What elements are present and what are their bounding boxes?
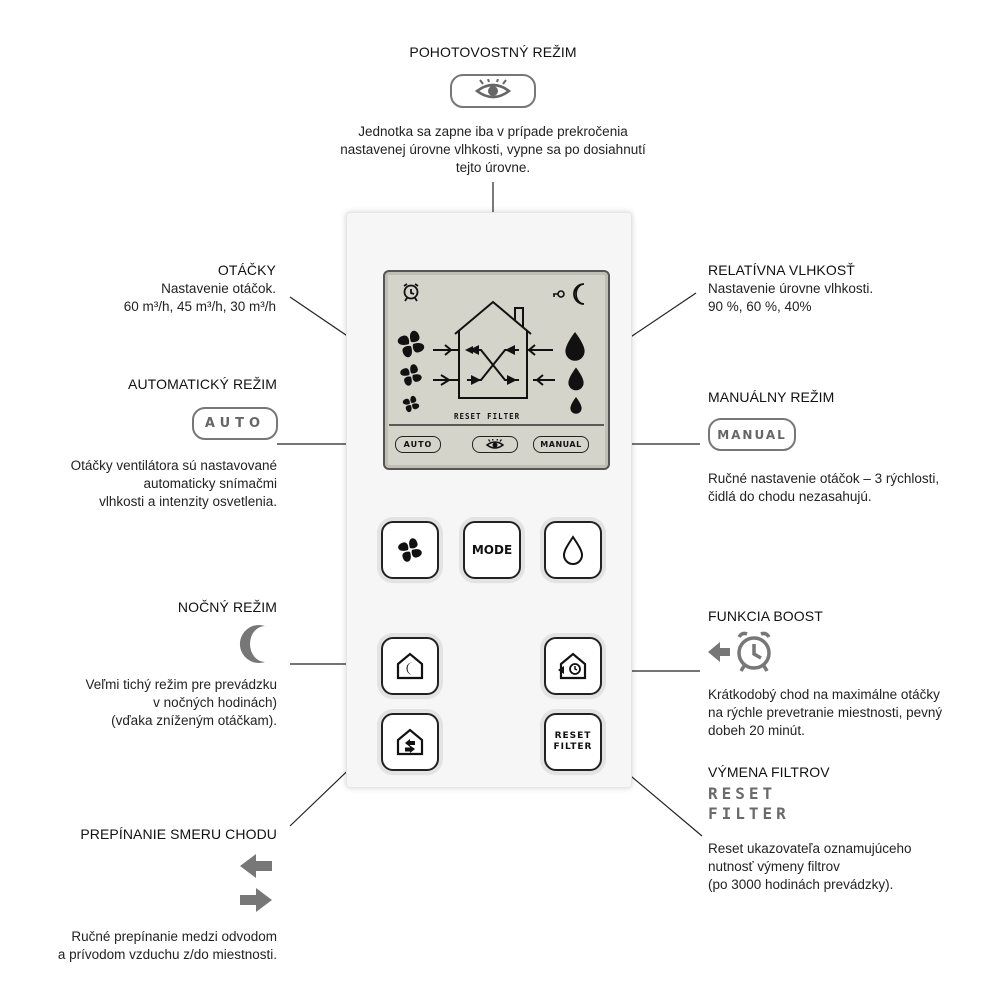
lcd-drop-small-icon [570,397,582,414]
standby-desc-line: tejto úrovne. [455,160,531,175]
speed-desc-line: 60 m³/h, 45 m³/h, 30 m³/h [123,299,276,314]
manual-mode-description: Ručné nastavenie otáčok – 3 rýchlosti, č… [708,470,988,506]
lcd-graphics [389,283,604,426]
direction-desc-line: Ručné prepínanie medzi odvodom [71,929,277,944]
filter-title: VÝMENA FILTROV [708,764,830,780]
mode-button[interactable]: MODE [463,521,521,579]
lcd-alarm-icon [403,283,419,302]
lcd-key-icon [553,290,565,298]
boost-title: FUNKCIA BOOST [708,608,823,624]
lcd-drop-medium-icon [568,367,584,391]
boost-description: Krátkodobý chod na maximálne otáčky na r… [708,686,998,740]
lcd-fan-medium-icon [400,364,422,386]
manual-desc-line: čidlá do chodu nezasahujú. [708,489,872,504]
lcd-reset-filter-text: RESET FILTER [454,412,521,421]
house-direction-icon [396,728,424,756]
lcd-manual-indicator: MANUAL [533,436,589,453]
filter-description: Reset ukazovateľa oznamujúceho nutnosť v… [708,840,988,894]
humidity-title: RELATÍVNA VLHKOSŤ [708,262,855,278]
fan-speed-button[interactable] [381,521,439,579]
auto-mode-description: Otáčky ventilátora sú nastavované automa… [20,457,277,511]
reset-filter-label: RESET FILTER [708,784,790,824]
reset-filter-label-line: RESET [708,784,777,803]
moon-icon [239,625,265,663]
auto-desc-line: Otáčky ventilátora sú nastavované [70,458,277,473]
filter-desc-line: nutnosť výmeny filtrov [708,859,840,874]
manual-mode-title: MANUÁLNY REŽIM [708,389,835,405]
house-moon-icon [396,652,424,680]
boost-desc-line: na rýchle prevetranie miestnosti, pevný [708,705,943,720]
lcd-moon-icon [573,283,585,305]
humidity-button[interactable] [544,521,602,579]
lcd-eye-icon [485,438,505,449]
fan-icon [398,538,422,562]
humidity-description: Nastavenie úrovne vlhkosti. 90 %, 60 %, … [708,280,968,316]
lcd-auto-indicator: AUTO [395,436,441,453]
night-mode-title: NOČNÝ REŽIM [177,599,277,615]
reset-filter-button[interactable]: RESET FILTER [544,713,602,771]
reset-filter-button-line: FILTER [553,742,593,752]
auto-mode-title: AUTOMATICKÝ REŽIM [128,376,277,392]
direction-switch-button[interactable] [381,713,439,771]
night-desc-line: Veľmi tichý režim pre prevádzku [85,677,277,692]
lcd-fan-large-icon [397,330,425,358]
direction-title: PREPÍNANIE SMERU CHODU [80,826,277,842]
filter-desc-line: (po 3000 hodinách prevádzky). [708,877,894,892]
lcd-fan-small-icon [402,395,420,413]
boost-alarm-icon [708,631,771,672]
speed-title: OTÁČKY [217,262,276,278]
standby-description: Jednotka sa zapne iba v prípade prekroče… [290,123,696,177]
direction-desc-line: a prívodom vzduchu z/do miestnosti. [57,947,277,962]
eye-icon [474,79,512,99]
standby-badge [450,74,536,108]
speed-description: Nastavenie otáčok. 60 m³/h, 45 m³/h, 30 … [40,280,276,316]
night-mode-description: Veľmi tichý režim pre prevádzku v nočnýc… [20,676,277,730]
humidity-desc-line: Nastavenie úrovne vlhkosti. [708,281,874,296]
standby-desc-line: nastavenej úrovne vlhkosti, vypne sa po … [340,142,646,157]
lcd-standby-indicator [472,436,518,453]
filter-desc-line: Reset ukazovateľa oznamujúceho [708,841,912,856]
reset-filter-label-line: FILTER [708,804,790,823]
manual-desc-line: Ručné nastavenie otáčok – 3 rýchlosti, [708,471,940,486]
house-alarm-icon [558,652,587,680]
direction-description: Ručné prepínanie medzi odvodom a prívodo… [0,928,277,964]
auto-badge: AUTO [192,407,278,440]
auto-desc-line: automaticky snímačmi [143,476,277,491]
speed-desc-line: Nastavenie otáčok. [161,281,276,296]
night-desc-line: (vďaka zníženým otáčkam). [111,713,277,728]
standby-desc-line: Jednotka sa zapne iba v prípade prekroče… [358,124,628,139]
lcd-drop-large-icon [565,332,585,361]
standby-title: POHOTOVOSTNÝ REŽIM [409,44,577,60]
direction-arrows-icon [240,854,272,912]
manual-badge: MANUAL [708,418,796,451]
drop-outline-icon [562,535,584,565]
reset-filter-button-line: RESET [554,731,592,741]
night-mode-button[interactable] [381,637,439,695]
auto-desc-line: vlhkosti a intenzity osvetlenia. [99,494,277,509]
night-desc-line: v nočných hodinách) [153,695,277,710]
boost-desc-line: dobeh 20 minút. [708,723,805,738]
lcd-house-airflow [433,300,555,399]
boost-button[interactable] [544,637,602,695]
boost-desc-line: Krátkodobý chod na maximálne otáčky [708,687,940,702]
humidity-desc-line: 90 %, 60 %, 40% [708,299,812,314]
